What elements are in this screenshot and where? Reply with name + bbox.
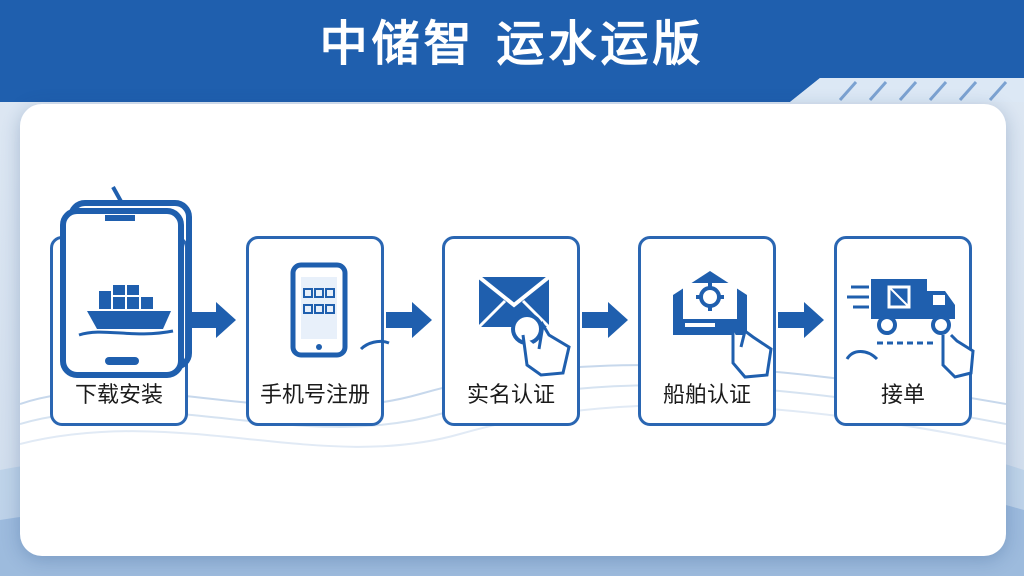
page-title: 中储智 运水运版 [319, 16, 705, 72]
step-real-name-verify: 实名认证 [442, 236, 580, 426]
step-phone-register: 手机号注册 [246, 236, 390, 426]
envelope-tap-icon [477, 275, 571, 377]
arrow-right-icon [386, 302, 432, 338]
phone-form-icon [290, 262, 390, 358]
phone-ship-icon [60, 186, 192, 378]
header-banner [0, 0, 1024, 102]
step-ship-verify: 船舶认证 [638, 236, 776, 426]
arrow-right-icon [582, 302, 628, 338]
gear-card-icon [673, 271, 773, 379]
truck-tap-icon [845, 279, 975, 379]
step-accept-order: 接单 [834, 236, 975, 426]
step-download-install: 下载安装 [50, 186, 192, 426]
process-panel: 下载安装 手机号注册 [20, 104, 1006, 556]
step-label: 手机号注册 [259, 383, 370, 408]
arrow-right-icon [778, 302, 824, 338]
step-label: 船舶认证 [662, 383, 751, 408]
arrow-right-icon [190, 302, 236, 338]
step-label: 接单 [880, 383, 925, 408]
step-label: 下载安装 [74, 383, 163, 408]
step-label: 实名认证 [466, 383, 555, 408]
